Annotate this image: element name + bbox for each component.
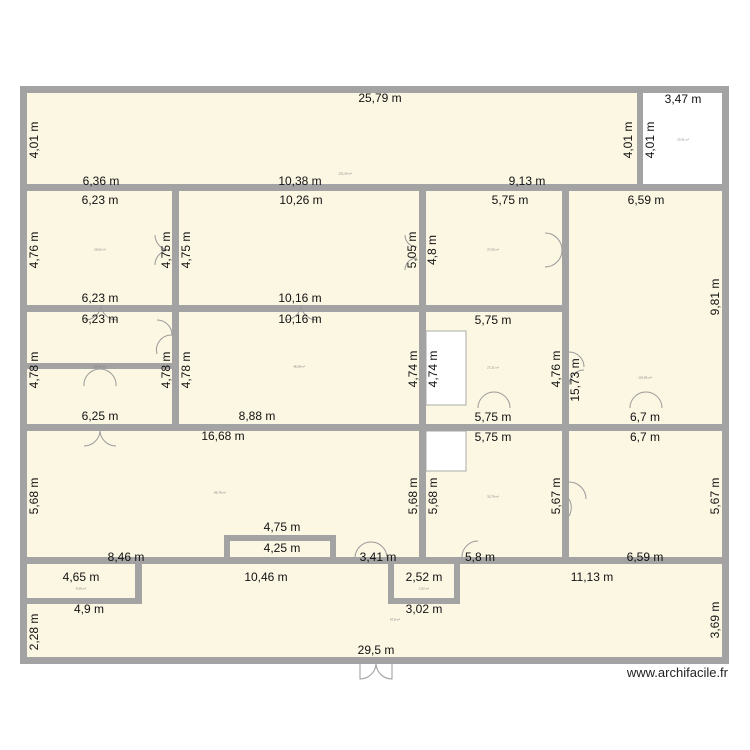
dimension-label: 6,23 m	[81, 312, 119, 326]
dimension-label: 4,8 m	[425, 234, 439, 266]
dimension-label: 10,38 m	[278, 174, 322, 188]
dimension-label: 4,01 m	[643, 121, 657, 159]
dimension-label: 4,76 m	[549, 350, 563, 388]
dimension-label: 5,68 m	[406, 477, 420, 515]
dimension-label: 6,7 m	[629, 410, 661, 424]
dimension-label: 4,75 m	[159, 231, 173, 269]
dimension-label: 25,79 m	[358, 91, 402, 105]
floor	[20, 86, 729, 664]
dimension-label: 4,75 m	[179, 231, 193, 269]
dimension-label: 6,23 m	[81, 291, 119, 305]
dimension-label: 10,16 m	[278, 312, 322, 326]
room-white-top-right	[643, 93, 722, 184]
dimension-label: 6,59 m	[626, 550, 664, 564]
doors	[83, 232, 663, 680]
dimension-label: 5,68 m	[426, 477, 440, 515]
dimension-label: 3,41 m	[359, 550, 397, 564]
white-fixture	[425, 430, 467, 472]
dimension-label: 4,9 m	[73, 602, 105, 616]
area-label: 101,86 m²	[638, 375, 652, 380]
area-label: 29,62 m²	[94, 247, 106, 252]
area-label: 24,60 m²	[94, 364, 106, 369]
dimension-label: 4,78 m	[179, 351, 193, 389]
dimension-label: 8,88 m	[238, 409, 276, 423]
area-label: 86,78 m²	[214, 490, 226, 495]
dimension-label: 11,13 m	[570, 570, 614, 584]
dimension-label: 5,05 m	[405, 231, 419, 269]
dimension-label: 4,65 m	[62, 570, 100, 584]
area-label: 27,21 m²	[487, 365, 499, 370]
dimension-label: 4,01 m	[27, 121, 41, 159]
area-label: 32,79 m²	[487, 494, 499, 499]
area-label: 97,8 m²	[389, 617, 401, 622]
dimension-label: 6,25 m	[81, 409, 119, 423]
dimension-label: 3,69 m	[708, 601, 722, 639]
dimension-label: 10,46 m	[244, 570, 288, 584]
dimension-label: 29,5 m	[357, 643, 395, 657]
dimension-label: 16,68 m	[201, 429, 245, 443]
dimension-label: 4,78 m	[27, 351, 41, 389]
area-label: 27,63 m²	[487, 247, 499, 252]
dimension-label: 9,13 m	[508, 174, 546, 188]
dimension-label: 4,25 m	[263, 541, 301, 555]
area-label: 48,28 m²	[293, 364, 305, 369]
area-label: 132,18 m²	[338, 171, 352, 176]
dimension-label: 2,28 m	[27, 613, 41, 651]
dimension-label: 5,8 m	[464, 550, 496, 564]
dimension-label: 5,75 m	[474, 410, 512, 424]
walls	[20, 86, 729, 664]
dimension-label: 3,02 m	[405, 602, 443, 616]
dimension-label: 5,75 m	[474, 313, 512, 327]
area-label: 2,92 m²	[418, 586, 430, 591]
dimension-label: 6,23 m	[81, 193, 119, 207]
watermark[interactable]: www.archifacile.fr	[626, 665, 728, 680]
dimension-label: 6,7 m	[629, 430, 661, 444]
dimension-label: 4,78 m	[159, 351, 173, 389]
dimension-label: 5,67 m	[549, 477, 563, 515]
dimension-label: 3,47 m	[664, 92, 702, 106]
dimension-label: 4,76 m	[27, 231, 41, 269]
dimension-label: 4,75 m	[263, 520, 301, 534]
dimension-label: 5,75 m	[491, 193, 529, 207]
dimension-label: 5,67 m	[708, 477, 722, 515]
dimension-label: 5,68 m	[27, 477, 41, 515]
dimension-label: 10,26 m	[279, 193, 323, 207]
dimension-label: 4,74 m	[426, 350, 440, 388]
dimension-label: 15,73 m	[568, 358, 582, 402]
area-label: 8,38 m²	[75, 586, 87, 591]
dimension-label: 4,74 m	[406, 350, 420, 388]
dimension-label: 6,36 m	[82, 174, 120, 188]
dimension-label: 8,46 m	[107, 550, 145, 564]
dimension-label: 2,52 m	[405, 570, 443, 584]
dimension-label: 6,59 m	[627, 193, 665, 207]
dimension-label: 10,16 m	[278, 291, 322, 305]
dimension-label: 9,81 m	[708, 278, 722, 316]
dimension-label: 5,75 m	[474, 430, 512, 444]
area-label: 13,91 m²	[677, 137, 689, 142]
white-fixture	[425, 330, 467, 406]
dimension-label: 4,01 m	[621, 121, 635, 159]
